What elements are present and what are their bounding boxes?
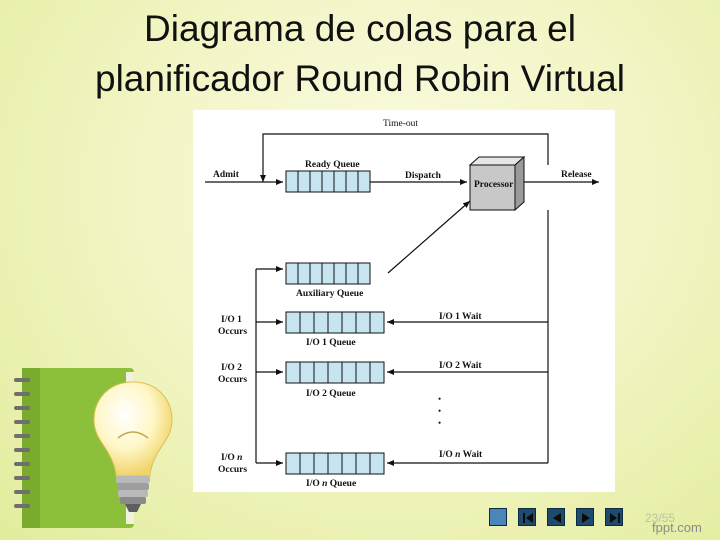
io2-wait-label: I/O 2 Wait (439, 361, 482, 371)
next-slide-button[interactable] (576, 508, 594, 526)
slide-title-line-2: planificador Round Robin Virtual (95, 58, 625, 99)
auxiliary-queue (285, 262, 371, 285)
io1-queue-label: I/O 1 Queue (306, 338, 356, 348)
ready-queue (285, 170, 371, 193)
io1-queue (285, 311, 385, 334)
ellipsis-dot-2: • (438, 406, 441, 416)
ion-queue-label: I/O n Queue (306, 479, 356, 489)
io2-queue (285, 361, 385, 384)
io1-occurs-label-line2: Occurs (218, 327, 247, 337)
ion-occurs-label-line1: I/O n (221, 453, 242, 463)
io2-occurs-label-line2: Occurs (218, 375, 247, 385)
first-slide-button[interactable] (518, 508, 536, 526)
processor-box (468, 155, 526, 212)
skip-back-icon (523, 513, 533, 523)
io1-occurs-label-line1: I/O 1 (221, 315, 242, 325)
ion-queue (285, 452, 385, 475)
io2-occurs-label-line1: I/O 2 (221, 363, 242, 373)
queuing-diagram-svg: Time-out Admit Ready Queue Dispatch Proc… (205, 119, 599, 489)
ready-queue-label: Ready Queue (305, 160, 360, 170)
auxiliary-queue-label: Auxiliary Queue (296, 289, 363, 299)
ellipsis-dot-1: • (438, 394, 441, 404)
admit-label: Admit (213, 170, 240, 180)
last-slide-button[interactable] (605, 508, 623, 526)
processor-label: Processor (474, 180, 514, 190)
timeout-label: Time-out (383, 119, 418, 129)
arrow-left-icon (553, 513, 561, 523)
light-bulb-icon (93, 381, 173, 512)
timeout-path (260, 133, 549, 182)
home-button[interactable] (489, 508, 507, 526)
auxiliary-to-processor-arrow (387, 200, 471, 274)
dispatch-label: Dispatch (405, 171, 442, 181)
arrow-right-icon (582, 513, 590, 523)
previous-slide-button[interactable] (547, 508, 565, 526)
slide-title: Diagrama de colas para el planificador R… (0, 4, 720, 104)
skip-forward-icon (610, 513, 620, 523)
page-total: /55 (658, 511, 676, 525)
ion-occurs-label-line2: Occurs (218, 465, 247, 475)
io1-wait-label: I/O 1 Wait (439, 312, 482, 322)
release-label: Release (561, 170, 592, 180)
slide-title-line-1: Diagrama de colas para el (144, 8, 576, 49)
page-indicator: 23/55 (645, 511, 675, 525)
page-number: 23 (645, 511, 659, 525)
queuing-diagram: Time-out Admit Ready Queue Dispatch Proc… (193, 110, 615, 492)
ellipsis-dot-3: • (438, 418, 441, 428)
io2-queue-label: I/O 2 Queue (306, 389, 356, 399)
ion-wait-label: I/O n Wait (439, 450, 483, 460)
watermark: fppt.com (652, 520, 702, 535)
